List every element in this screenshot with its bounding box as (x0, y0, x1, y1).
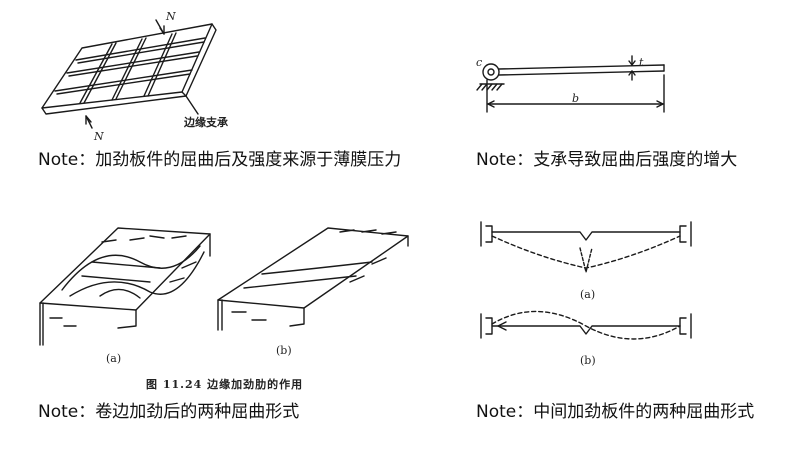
note-lipped-buckling: Note：卷边加劲后的两种屈曲形式 (38, 402, 300, 422)
force-label-bottom: N (94, 130, 104, 143)
width-label-b: b (572, 92, 580, 105)
intermediate-stiffener-figure-b (481, 311, 691, 339)
note-intermediate-buckling: Note：中间加劲板件的两种屈曲形式 (476, 402, 755, 422)
intermediate-stiffener-figure-a (481, 222, 691, 272)
lipped-channel-figure-b (218, 228, 408, 330)
hinge-label-c: c (476, 56, 483, 69)
note-membrane-stress: Note：加劲板件的屈曲后及强度来源于薄膜压力 (38, 150, 402, 170)
stiffened-plate-grid-figure (42, 20, 216, 128)
note-support-strength: Note：支承导致屈曲后强度的增大 (476, 150, 738, 170)
figure-label-b: (b) (276, 344, 292, 357)
stiffener-label-a: (a) (580, 288, 596, 301)
edge-support-label: 边缘支承 (184, 116, 228, 129)
force-label-top: N (166, 10, 176, 23)
stiffener-label-b: (b) (580, 354, 596, 367)
thickness-label-t: t (639, 56, 644, 69)
figure-label-a: (a) (106, 352, 122, 365)
lipped-channel-figure-a (40, 228, 210, 345)
figure-caption: 图 11.24 边缘加劲肋的作用 (146, 378, 304, 391)
edge-support-figure (477, 56, 664, 112)
